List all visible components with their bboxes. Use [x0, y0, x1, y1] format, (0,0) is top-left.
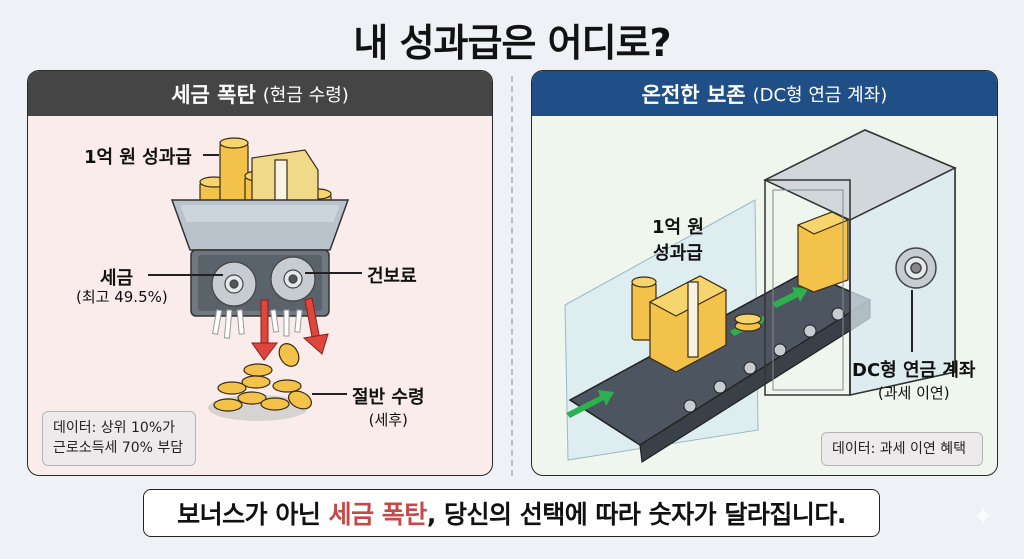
- tax-rate-label: (최고 49.5%): [76, 288, 168, 306]
- health-insurance-leader-line: [305, 272, 362, 274]
- bottom-banner: 보너스가 아닌 세금 폭탄 , 당신의 선택에 따라 숫자가 달라집니다.: [143, 489, 880, 537]
- tax-data-note: 데이터: 상위 10%가 근로소득세 70% 부담: [42, 411, 196, 466]
- tax-data-note-line2: 근로소득세 70% 부담: [53, 440, 184, 457]
- account-leader-line: [911, 290, 913, 352]
- tax-label: 세금: [100, 264, 133, 290]
- health-insurance-label: 건보료: [367, 266, 417, 287]
- dc-account-sub: (과세 이연): [877, 384, 950, 402]
- tax-bomb-subheading: (현금 수령): [262, 84, 349, 106]
- half-received-text: 절반 수령: [352, 387, 425, 408]
- coin-icon: [278, 343, 300, 367]
- tax-label-text: 세금: [100, 268, 134, 289]
- right-bonus-line1: 1억 원: [652, 217, 704, 238]
- right-bonus-label: 1억 원 성과급: [652, 213, 704, 265]
- preservation-heading: 온전한 보존: [641, 82, 746, 107]
- banner-prefix: 보너스가 아닌: [177, 500, 329, 529]
- banner-suffix: , 당신의 선택에 따라 숫자가 달라집니다.: [426, 500, 847, 529]
- tax-bomb-heading: 세금 폭탄: [171, 82, 256, 107]
- vault-icon: [763, 129, 957, 396]
- down-arrow-icon: [251, 297, 329, 361]
- dc-account-label: DC형 연금 계좌 (과세 이연): [852, 356, 975, 403]
- tax-data-note-line1: 데이터: 상위 10%가: [53, 420, 176, 436]
- tax-leader-line: [148, 274, 223, 276]
- dc-account-text: DC형 연금 계좌: [852, 360, 976, 381]
- sparkle-icon: ✦: [972, 502, 994, 532]
- tax-bomb-header: 세금 폭탄 (현금 수령): [28, 71, 492, 116]
- half-received-label: 절반 수령 (세후): [352, 383, 425, 430]
- bonus-label: 1억 원 성과급: [84, 147, 192, 168]
- panel-divider: [511, 76, 513, 476]
- right-bonus-line2: 성과급: [653, 243, 703, 264]
- money-stack-icon: [631, 211, 850, 373]
- preservation-subheading: (DC형 연금 계좌): [752, 84, 888, 106]
- gear-icon: [211, 256, 316, 307]
- banner-highlight: 세금 폭탄: [328, 500, 428, 529]
- deferral-data-note: 데이터: 과세 이연 혜택: [821, 432, 983, 467]
- bonus-leader-line: [203, 154, 219, 156]
- coin-pile-icon: [213, 363, 312, 412]
- preservation-header: 온전한 보존 (DC형 연금 계좌): [532, 71, 997, 116]
- half-received-sub: (세후): [368, 411, 408, 429]
- page-title: 내 성과급은 어디로?: [353, 21, 671, 65]
- half-received-leader-line: [312, 393, 347, 395]
